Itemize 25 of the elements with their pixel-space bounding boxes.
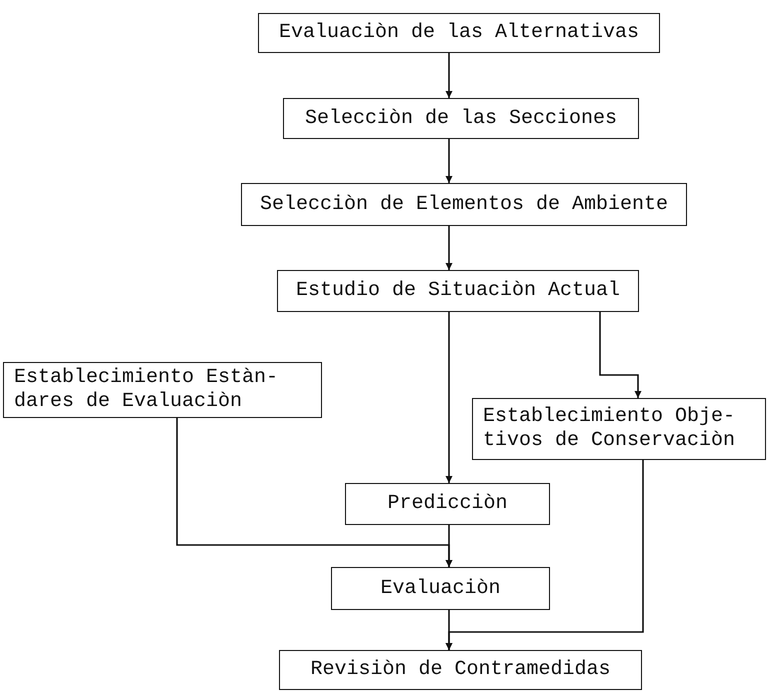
arrow xyxy=(599,312,642,398)
arrow xyxy=(446,53,452,98)
process-box xyxy=(258,13,660,53)
step-label: Predicciòn xyxy=(387,492,508,516)
step-label: Evaluaciòn xyxy=(380,576,501,600)
step-label: Revisiòn de Contramedidas xyxy=(310,658,611,682)
step-label: Establecimiento Estàn- dares de Evaluaciòn xyxy=(14,366,280,414)
process-box xyxy=(345,483,550,525)
step-label: Establecimiento Obje- tivos de Conservaciòn xyxy=(483,405,736,453)
process-box xyxy=(3,362,322,418)
arrow xyxy=(446,139,452,183)
arrow xyxy=(446,312,452,483)
step-label: Selecciòn de Elementos de Ambiente xyxy=(260,192,668,216)
step-label: Estudio de Situaciòn Actual xyxy=(296,279,620,303)
process-box xyxy=(283,98,639,139)
process-box xyxy=(277,270,639,312)
process-box xyxy=(241,183,687,226)
arrow xyxy=(446,610,452,650)
process-box xyxy=(472,398,766,460)
arrow xyxy=(446,226,452,270)
step-label: Selecciòn de las Secciones xyxy=(304,106,618,130)
arrow xyxy=(446,525,452,567)
process-box xyxy=(279,650,642,690)
process-box xyxy=(331,567,550,610)
step-label: Evaluaciòn de las Alternativas xyxy=(278,21,640,45)
